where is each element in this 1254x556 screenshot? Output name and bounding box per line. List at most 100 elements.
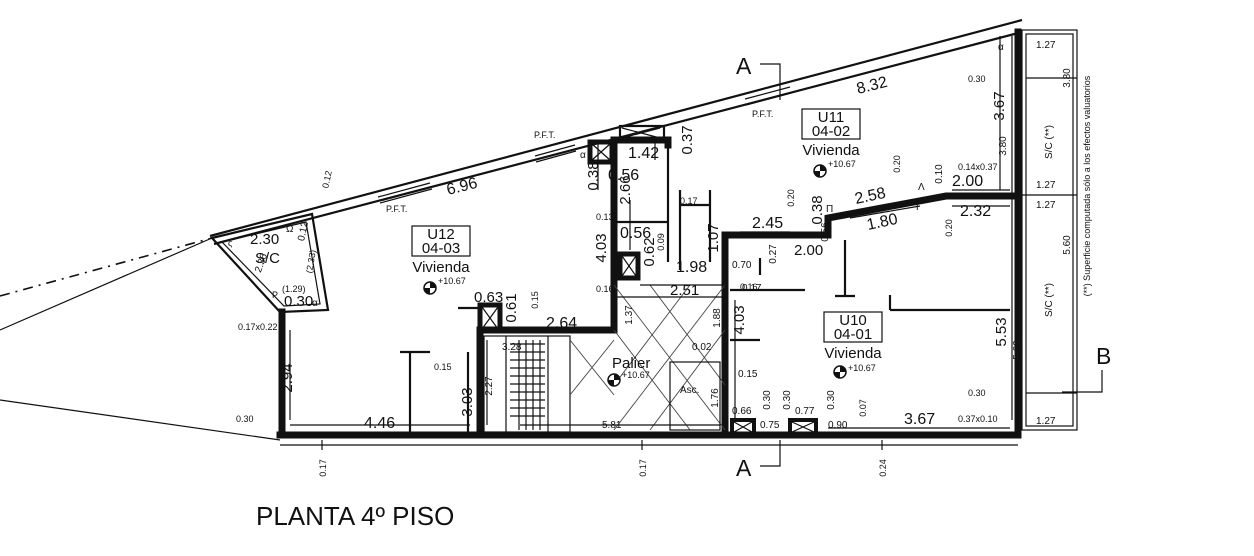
dim-0-02: 0.02 (692, 342, 712, 353)
unit-level-u12: +10.67 (438, 276, 466, 286)
section-a-bottom-line (760, 440, 781, 467)
dim-0-17-c: 0.17 (742, 283, 762, 294)
dim-1-27-a: 1.27 (1036, 40, 1056, 51)
dim-8-32: 8.32 (855, 74, 889, 98)
dim-2-64: 2.64 (546, 315, 577, 332)
dim-3-67-right: 3.67 (991, 91, 1008, 120)
dim-0-07: 0.07 (858, 399, 868, 417)
dim-0-13: 0.13 (596, 212, 614, 222)
dim-5-81: 5.81 (602, 420, 622, 431)
unit-use-u10: Vivienda (824, 345, 882, 362)
dim-2-58: 2.58 (853, 185, 887, 208)
level-symbol-u10 (833, 365, 847, 379)
unit-level-u11: +10.67 (828, 159, 856, 169)
dim-0-09: 0.09 (656, 233, 666, 251)
stair-block (483, 335, 571, 433)
pi-mark: Π (826, 204, 833, 215)
dim-0-24: 0.24 (878, 459, 888, 477)
dim-1-27-c: 1.27 (1036, 200, 1056, 211)
dim-1-27-d: 1.27 (1036, 416, 1056, 427)
dim-0-30-e: 0.30 (762, 390, 773, 410)
pft-label-2: P.F.T. (386, 204, 407, 214)
unit-use-u11: Vivienda (802, 142, 860, 159)
dim-5-60-inner: 5.60 (1012, 340, 1023, 360)
alpha-mark-3: α (312, 298, 318, 309)
dim-1-88: 1.88 (712, 308, 723, 328)
section-b: B (1096, 343, 1111, 369)
wedge-inner (220, 221, 321, 307)
dim-0-38-a: 0.38 (585, 161, 602, 190)
unit-code-u12: 04-03 (422, 240, 460, 257)
facade-line-outer (209, 18, 1023, 238)
wedge-outline (209, 212, 330, 314)
dim-0-16-b: 0.16 (740, 282, 758, 292)
hall-diagonals (569, 284, 726, 431)
dim-0-90: 0.90 (828, 420, 848, 431)
unit-use-u12: Vivienda (412, 259, 470, 276)
dim-3-67-bottom: 3.67 (904, 411, 935, 428)
dim-0-37: 0.37 (679, 125, 696, 154)
dim-6-96: 6.96 (445, 175, 479, 199)
sc-balcony-bottom: S/C (**) (1044, 283, 1055, 317)
dim-2-27: 2.27 (484, 376, 495, 396)
sc-wedge-label: S/C (255, 250, 280, 267)
dim-0-30-a: 0.30 (968, 74, 986, 84)
dim-1-37: 1.37 (624, 305, 635, 325)
dim-0-62: 0.62 (641, 237, 658, 266)
section-a-bottom: A (736, 455, 752, 481)
unit-box-u12 (411, 225, 471, 257)
dim-0-63: 0.63 (474, 289, 503, 306)
dim-0-20-a: 0.20 (892, 155, 902, 173)
vent-top (618, 124, 666, 140)
balcony-outline (1021, 29, 1078, 431)
dim-5-60-balcony: 5.60 (1062, 235, 1073, 255)
balcony-inner (1025, 33, 1074, 427)
left-line-lower (0, 399, 281, 441)
dim-3-28: 3.28 (502, 342, 522, 353)
dim-0-14x0-37: 0.14x0.37 (958, 162, 998, 172)
level-symbol-palier (607, 373, 621, 387)
palier-level: +10.67 (622, 370, 650, 380)
facade-windows (377, 86, 792, 204)
dim-2-94: 2.94 (279, 363, 296, 392)
level-symbol-u11 (813, 164, 827, 178)
dim-0-56-c: 0.56 (820, 222, 831, 242)
dim-4-03-a: 4.03 (593, 233, 610, 262)
dim-0-10: 0.10 (934, 164, 945, 184)
dim-0-12-b: 0.12 (320, 170, 333, 189)
omega-mark: Ω (286, 224, 294, 235)
palier-label: Palier (612, 355, 650, 372)
dim-0-75: 0.75 (760, 420, 780, 431)
dim-1-27-b: 1.27 (1036, 180, 1056, 191)
level-symbol-u12 (423, 281, 437, 295)
sigma-mark: ς (228, 238, 233, 248)
dim-0-12-a: 0.12 (296, 220, 311, 242)
unit-box-u10 (823, 311, 883, 343)
dim-0-70: 0.70 (732, 260, 752, 271)
dim-0-27: 0.27 (768, 244, 779, 264)
dim-1-07: 1.07 (705, 223, 722, 252)
dim-0-37x0-10: 0.37x0.10 (958, 414, 998, 424)
left-dash-line-upper (0, 237, 213, 297)
gamma-mark: Γ (916, 202, 922, 213)
dim-1-80: 1.80 (865, 211, 899, 234)
dim-0-17-a: 0.17 (318, 459, 328, 477)
unit-id-u12: U12 (427, 226, 455, 243)
dim-5-53: 5.53 (993, 317, 1010, 346)
dim-2-51: 2.51 (670, 282, 699, 299)
section-a-top: A (736, 53, 752, 79)
dim-3-03: 3.03 (459, 387, 476, 416)
dim-0-16-a: 0.16 (596, 284, 614, 294)
left-line-diagonal (0, 237, 213, 331)
unit-level-u10: +10.67 (848, 363, 876, 373)
alpha-mark-2: α (580, 150, 586, 161)
footnote: (**) Superficie computada sólo a los efe… (1082, 75, 1092, 296)
dim-1-42: 1.42 (628, 145, 659, 162)
dim-0-30-wedge: 0.30 (284, 293, 313, 310)
dim-2-30: 2.30 (250, 231, 279, 248)
dim-3-80-balcony: 3.80 (1062, 68, 1073, 88)
unit-box-u11 (801, 108, 861, 140)
partitions (400, 145, 1010, 432)
pft-label-3: P.F.T. (752, 109, 773, 119)
